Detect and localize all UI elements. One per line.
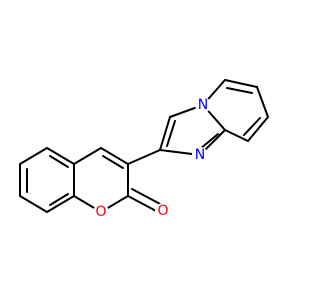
bond [224,79,258,88]
imidazole-ring [159,104,226,156]
atom-o-ring: O [93,204,109,220]
bond [19,147,48,165]
pyridine-ring [202,79,269,142]
carbonyl-bond [127,195,159,213]
bond [73,147,102,165]
carbonyl-bond [131,188,163,206]
double-bond-inner [199,133,219,150]
bond [256,86,269,118]
linker-bond [127,149,161,165]
double-bond-inner [166,120,176,147]
atom-label-o-ring: O [95,204,106,220]
pyranone-ring [73,147,163,213]
atom-n-ring: N [192,147,208,163]
atom-label-n-bridge: N [198,97,208,113]
bond [159,116,171,151]
bond [46,147,75,165]
atom-n-bridge: N [195,97,211,113]
double-bond-inner [102,155,124,169]
bond [100,147,129,165]
benzene-ring [19,147,75,213]
double-bond-inner [49,155,69,168]
atom-label-o-carbonyl: O [157,203,168,219]
bond [19,195,48,213]
double-bond-inner [226,87,253,94]
bond [247,116,269,142]
atom-label-n-ring: N [195,147,205,163]
double-bond-inner [243,117,261,136]
bond [46,195,75,213]
atom-o-carbonyl: O [155,203,171,219]
double-bond-inner [49,193,69,206]
bond [224,129,249,142]
molecule-structure: N N O O [19,79,269,220]
